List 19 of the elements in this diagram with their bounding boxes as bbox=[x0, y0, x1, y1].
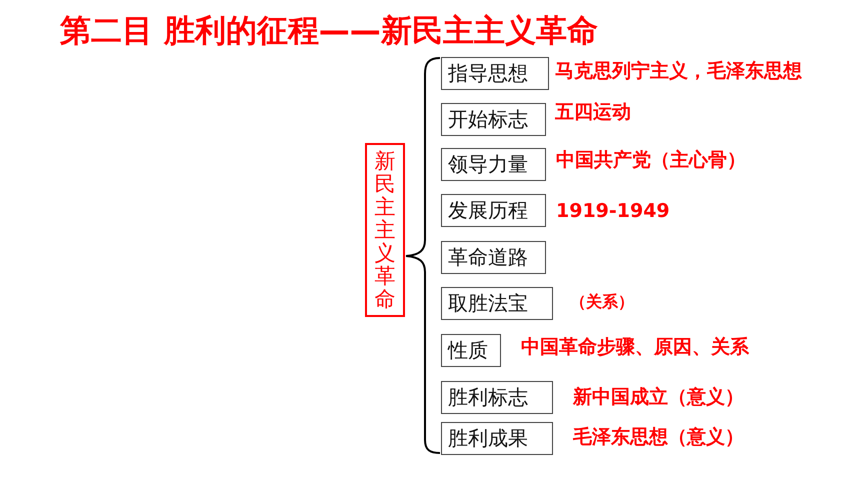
item-box: 发展历程 bbox=[441, 194, 546, 227]
topic-box: 新民主主义革命 bbox=[365, 143, 405, 317]
answer-text: 新中国成立（意义） bbox=[573, 386, 744, 408]
answer-text: 马克思列宁主义，毛泽东思想 bbox=[555, 60, 802, 82]
item-box: 性质 bbox=[441, 334, 501, 367]
item-box: 指导思想 bbox=[441, 57, 549, 90]
item-box: 胜利成果 bbox=[441, 422, 553, 455]
answer-text: （关系） bbox=[570, 291, 634, 313]
item-box: 开始标志 bbox=[441, 103, 546, 136]
title: 第二目 胜利的征程——新民主主义革命 bbox=[60, 12, 598, 51]
answer-text: 中国共产党（主心骨） bbox=[556, 149, 746, 171]
item-box: 领导力量 bbox=[441, 148, 546, 181]
item-box: 革命道路 bbox=[441, 241, 546, 274]
answer-text: 毛泽东思想（意义） bbox=[573, 426, 744, 448]
answer-text: 1919-1949 bbox=[556, 200, 670, 222]
item-box: 胜利标志 bbox=[441, 381, 553, 414]
answer-text: 中国革命步骤、原因、关系 bbox=[521, 336, 749, 358]
item-box: 取胜法宝 bbox=[441, 287, 553, 320]
answer-text: 五四运动 bbox=[555, 101, 631, 123]
